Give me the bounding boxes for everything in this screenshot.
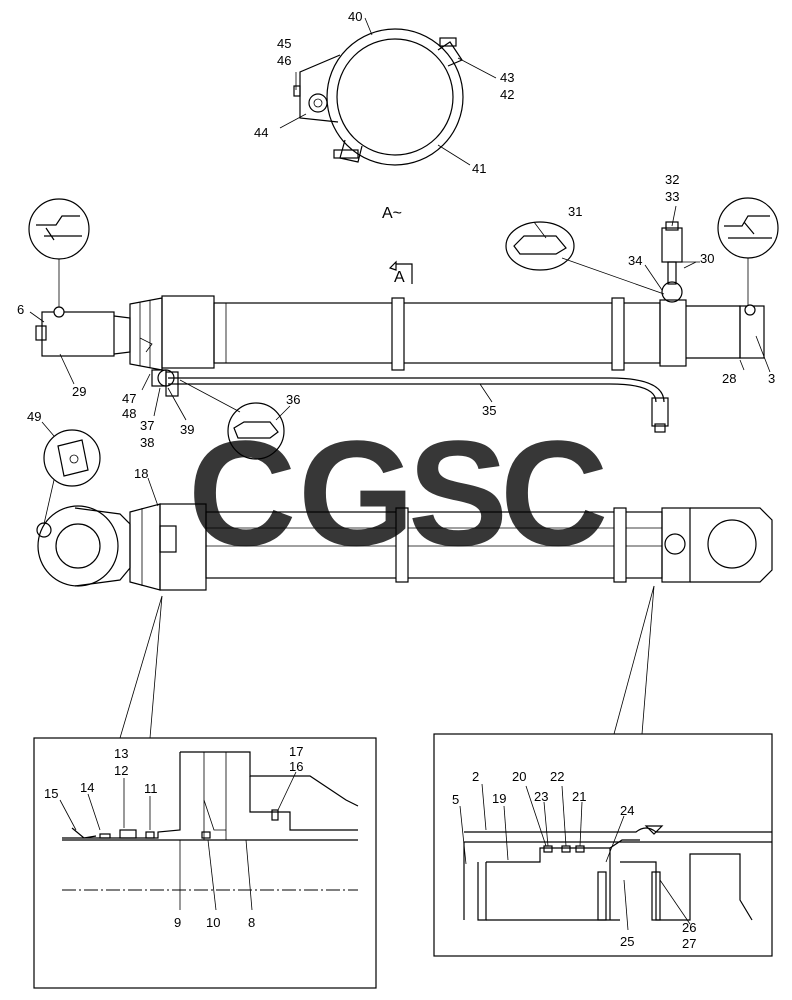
watermark-letter-1: C [188, 409, 296, 577]
callout-21: 21 [572, 789, 586, 804]
detail-leaders [119, 585, 655, 739]
callout-5: 5 [452, 792, 459, 807]
callout-12: 12 [114, 763, 128, 778]
seal-detail-circles [28, 197, 779, 460]
callout-39: 39 [180, 422, 194, 437]
callout-18: 18 [134, 466, 148, 481]
callout-10: 10 [206, 915, 220, 930]
callout-22: 22 [550, 769, 564, 784]
callout-42: 42 [500, 87, 514, 102]
callout-13: 13 [114, 746, 128, 761]
callout-20: 20 [512, 769, 526, 784]
callout-31: 31 [568, 204, 582, 219]
callout-19: 19 [492, 791, 506, 806]
cylinder-side-view [35, 221, 765, 433]
callout-41: 41 [472, 161, 486, 176]
watermark-letter-3: S [408, 409, 508, 577]
callout-30: 30 [700, 251, 714, 266]
detail-box-left [33, 737, 377, 989]
callout-8: 8 [248, 915, 255, 930]
callout-28: 28 [722, 371, 736, 386]
callout-44: 44 [254, 125, 268, 140]
callout-35: 35 [482, 403, 496, 418]
watermark-letter-4: C [500, 409, 608, 577]
callout-36: 36 [286, 392, 300, 407]
cylinder-top-view [36, 421, 773, 591]
callout-37: 37 [140, 418, 154, 433]
callout-33: 33 [665, 189, 679, 204]
callout-labels: 40 45 46 43 42 44 41 31 32 33 34 30 6 29… [17, 9, 775, 951]
callout-9: 9 [174, 915, 181, 930]
callout-47: 47 [122, 391, 136, 406]
callout-29: 29 [72, 384, 86, 399]
callout-46: 46 [277, 53, 291, 68]
callout-16: 16 [289, 759, 303, 774]
callout-2: 2 [472, 769, 479, 784]
callout-14: 14 [80, 780, 94, 795]
callout-15: 15 [44, 786, 58, 801]
view-arrow-marker: A [388, 260, 413, 286]
callout-26: 26 [682, 920, 696, 935]
callout-23: 23 [534, 789, 548, 804]
callout-3: 3 [768, 371, 775, 386]
callout-25: 25 [620, 934, 634, 949]
callout-48: 48 [122, 406, 136, 421]
callout-24: 24 [620, 803, 634, 818]
callout-40: 40 [348, 9, 362, 24]
callout-43: 43 [500, 70, 514, 85]
callout-34: 34 [628, 253, 642, 268]
callout-17: 17 [289, 744, 303, 759]
watermark-letter-2: G [298, 409, 415, 577]
detail-box-right [433, 733, 773, 957]
callout-45: 45 [277, 36, 291, 51]
cgsc-watermark: C G S C [188, 409, 608, 577]
callout-32: 32 [665, 172, 679, 187]
callout-6: 6 [17, 302, 24, 317]
callout-49: 49 [27, 409, 41, 424]
clamp-detail [279, 17, 497, 166]
callout-11: 11 [144, 781, 158, 796]
leader-lines-middle [29, 205, 771, 421]
callout-38: 38 [140, 435, 154, 450]
view-arrow-label: A [394, 269, 405, 286]
view-section-label: A~ [382, 205, 402, 222]
callout-27: 27 [682, 936, 696, 951]
